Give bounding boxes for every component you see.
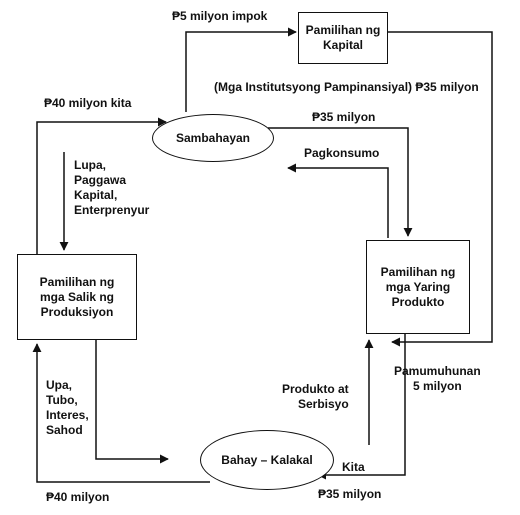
arrow-revenue	[317, 334, 406, 480]
label-factors: Lupa, Paggawa Kapital, Enterprenyur	[74, 158, 150, 217]
arrow-savings	[185, 27, 297, 112]
label-products-services: Produkto at Serbisyo	[282, 382, 349, 411]
label-bottom-40: ₱40 milyon	[46, 490, 110, 504]
households-ellipse: Sambahayan	[152, 114, 274, 162]
label-investment: Pamumuhunan 5 milyon	[394, 364, 481, 393]
arrow-income	[36, 117, 167, 262]
arrow-payments	[95, 340, 169, 464]
firms-ellipse: Bahay – Kalakal	[200, 430, 334, 490]
arrow-consumption-goods	[287, 163, 389, 238]
label-savings: ₱5 milyon impok	[172, 9, 268, 23]
goods-market-box: Pamilihan ng mga Yaring Produkto	[366, 240, 470, 334]
capital-market-box: Pamilihan ng Kapital	[298, 12, 388, 64]
label-consumption: Pagkonsumo	[304, 146, 380, 160]
arrow-bottom-40	[32, 343, 210, 483]
label-income-40: ₱40 milyon kita	[44, 96, 132, 110]
label-revenue: Kita	[342, 460, 365, 474]
label-financial-institutions: (Mga Institutsyong Pampinansiyal) ₱35 mi…	[214, 80, 479, 94]
factor-market-box: Pamilihan ng mga Salik ng Produksiyon	[17, 254, 137, 340]
arrow-capital-to-investment	[388, 31, 493, 347]
label-payments: Upa, Tubo, Interes, Sahod	[46, 378, 89, 437]
label-bottom-35: ₱35 milyon	[318, 487, 382, 501]
label-consumption-amount: ₱35 milyon	[312, 110, 376, 124]
arrow-consumption-spending	[268, 127, 413, 237]
